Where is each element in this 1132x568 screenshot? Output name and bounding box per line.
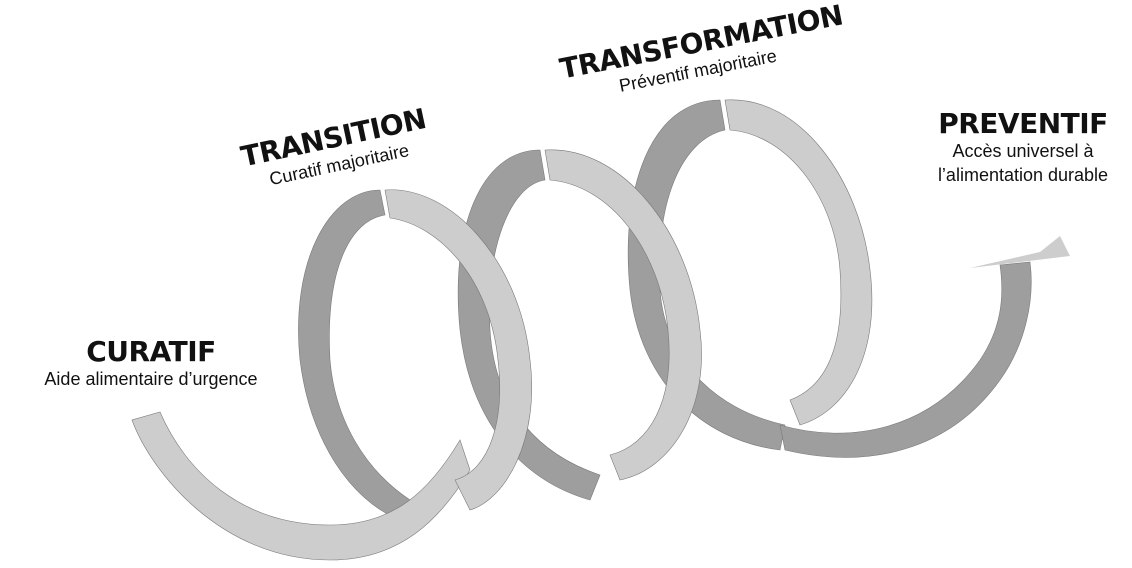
stage-preventif-subtitle: Accès universel à l’alimentation durable — [937, 141, 1109, 185]
spiral-ribbon-back-segments — [298, 99, 1032, 521]
spiral-ribbon-front-segments — [131, 99, 873, 561]
arrowhead-icon — [970, 236, 1070, 268]
spiral-ribbon-segment — [544, 149, 702, 481]
spiral-ribbon-segment — [298, 189, 411, 521]
spiral-ribbon-segment — [384, 189, 532, 511]
spiral-ribbon-segment — [627, 99, 786, 451]
stage-curatif: CURATIF Aide alimentaire d’urgence — [6, 335, 296, 392]
stage-curatif-subtitle: Aide alimentaire d’urgence — [44, 369, 258, 390]
spiral-ribbon-segment — [131, 411, 471, 561]
stage-preventif-title: PREVENTIF — [938, 107, 1108, 140]
spiral-ribbon-segment — [457, 149, 601, 501]
spiral-ribbon-segment — [724, 99, 873, 426]
stage-preventif: PREVENTIF Accès universel à l’alimentati… — [918, 107, 1128, 187]
stage-curatif-title: CURATIF — [86, 335, 216, 368]
spiral-ribbon-segment — [779, 261, 1032, 458]
